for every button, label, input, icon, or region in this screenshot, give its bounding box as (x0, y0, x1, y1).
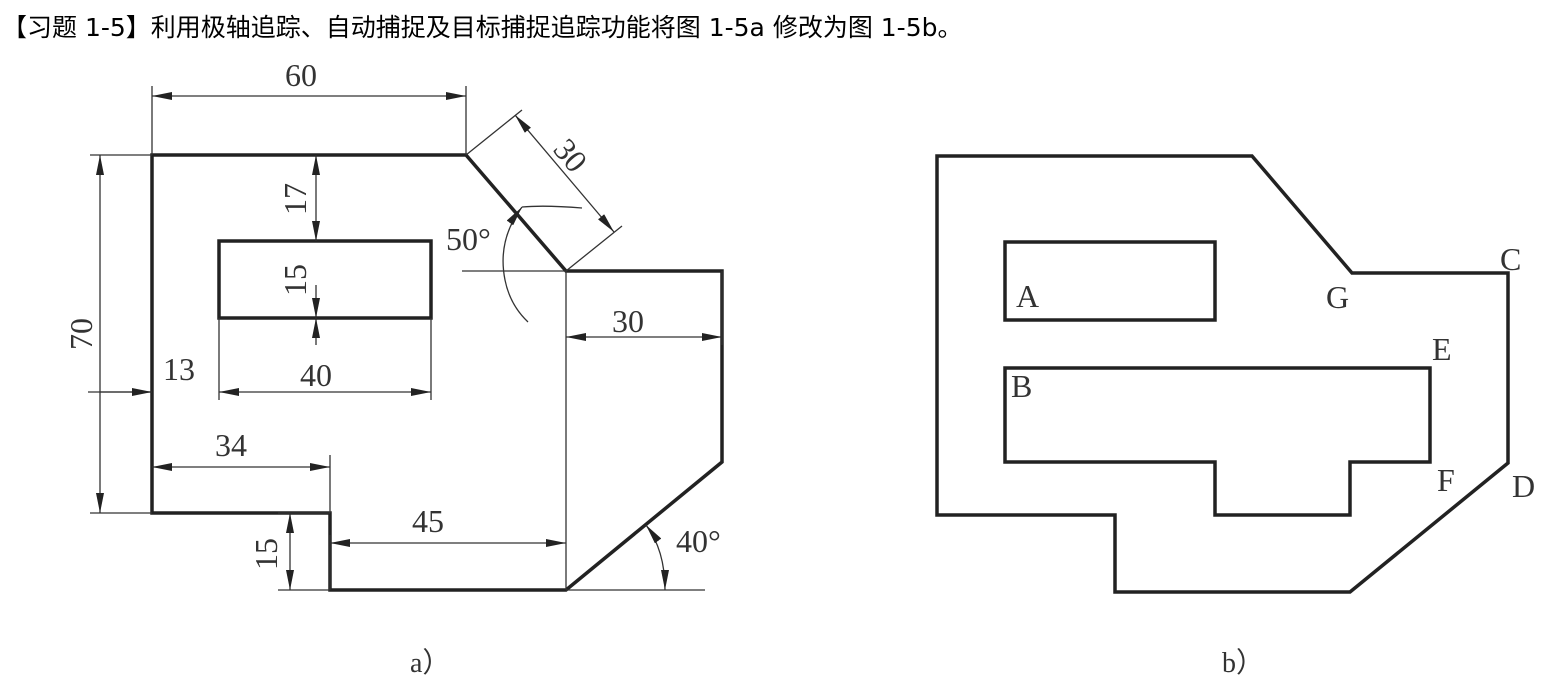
point-A: A (1016, 278, 1039, 314)
point-G: G (1326, 279, 1349, 315)
label-15-step: 15 (248, 538, 284, 570)
point-F: F (1437, 462, 1455, 498)
point-C: C (1500, 241, 1521, 277)
point-D: D (1512, 468, 1535, 504)
extension-lines (88, 86, 723, 591)
label-70: 70 (63, 318, 99, 350)
slot-b (1003, 366, 1432, 517)
label-34: 34 (215, 427, 247, 463)
label-15-rect: 15 (277, 264, 313, 296)
inner-rect-a (217, 239, 433, 320)
rect-a-b (1003, 240, 1217, 322)
label-40: 40 (300, 357, 332, 393)
label-13: 13 (163, 351, 195, 387)
label-30-right: 30 (612, 303, 644, 339)
label-60: 60 (285, 57, 317, 93)
label-40-deg: 40° (676, 523, 721, 559)
label-30-slant: 30 (547, 131, 595, 179)
figure-b: A B C D E F G b） (935, 154, 1535, 676)
outline-b (935, 154, 1510, 594)
dim-50-arc (502, 206, 529, 323)
dim-40-arc (645, 524, 669, 591)
label-17: 17 (277, 183, 313, 215)
caption-a: a） (410, 647, 450, 676)
point-B: B (1011, 368, 1032, 404)
point-E: E (1432, 331, 1452, 367)
dim-50-tail (521, 205, 583, 209)
dim-30-slant (514, 114, 615, 233)
label-45: 45 (412, 503, 444, 539)
caption-b: b） (1222, 647, 1264, 676)
figure-a: 60 70 17 15 13 40 34 15 45 30 30 50° 40°… (63, 57, 724, 676)
label-50-deg: 50° (446, 221, 491, 257)
exercise-title: 【习题 1-5】利用极轴追踪、自动捕捉及目标捕捉追踪功能将图 1-5a 修改为图… (2, 13, 963, 42)
